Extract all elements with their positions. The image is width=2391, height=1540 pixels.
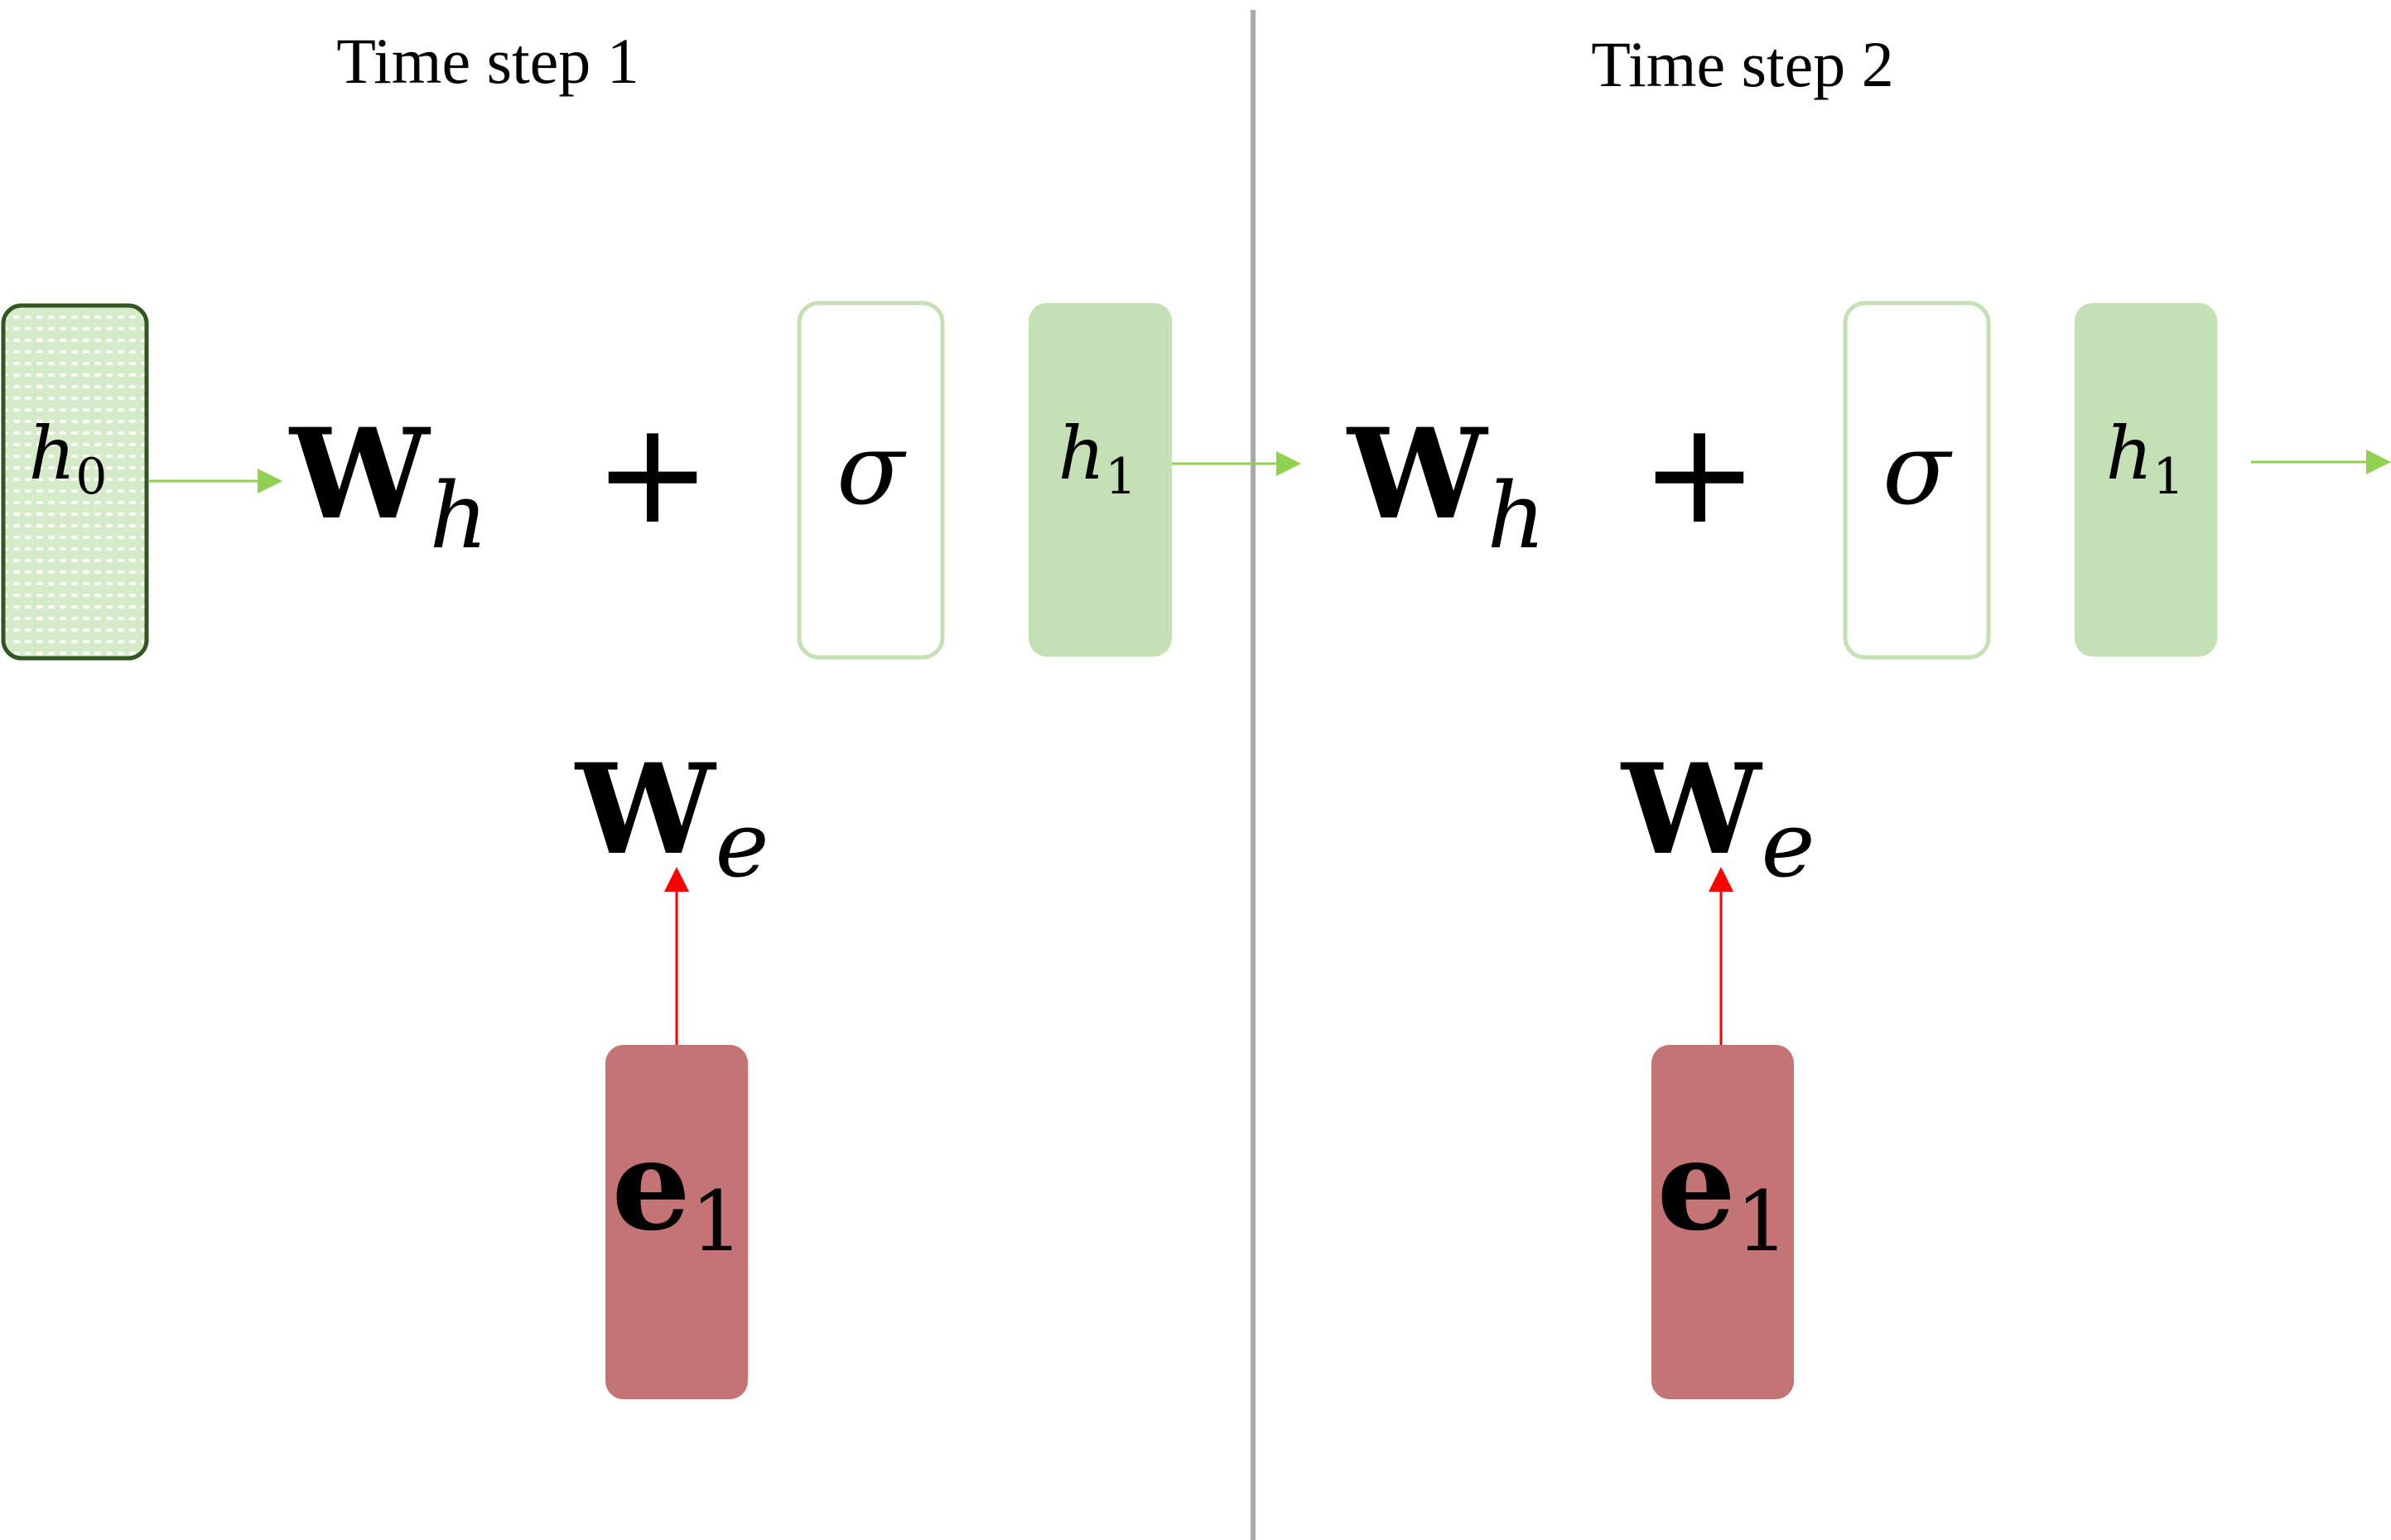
- h1-box: h1: [1029, 303, 1172, 657]
- step-1-title: Time step 1: [336, 25, 639, 97]
- sigma-box: σ: [797, 301, 945, 660]
- e1-label: e1: [611, 1113, 743, 1270]
- step-2-title: Time step 2: [1591, 28, 1894, 100]
- we-label: We: [1620, 737, 1815, 898]
- e1-box: e1: [1651, 1045, 1794, 1399]
- plus-operator: +: [1641, 392, 1758, 556]
- h1-box: h1: [2075, 303, 2217, 657]
- h0-box: h0: [1, 303, 149, 661]
- wh-label: Wh: [1346, 402, 1545, 569]
- sigma-label: σ: [1882, 412, 1953, 527]
- plus-operator: +: [594, 392, 711, 556]
- wh-label: Wh: [288, 402, 488, 569]
- sigma-box: σ: [1843, 301, 1991, 660]
- h0-label: h0: [29, 411, 108, 506]
- e1-box: e1: [605, 1045, 748, 1399]
- h1-label: h1: [2106, 411, 2185, 506]
- sigma-label: σ: [836, 412, 907, 527]
- e1-label: e1: [1656, 1113, 1788, 1270]
- h1-label: h1: [1058, 411, 1137, 506]
- we-label: We: [574, 737, 769, 898]
